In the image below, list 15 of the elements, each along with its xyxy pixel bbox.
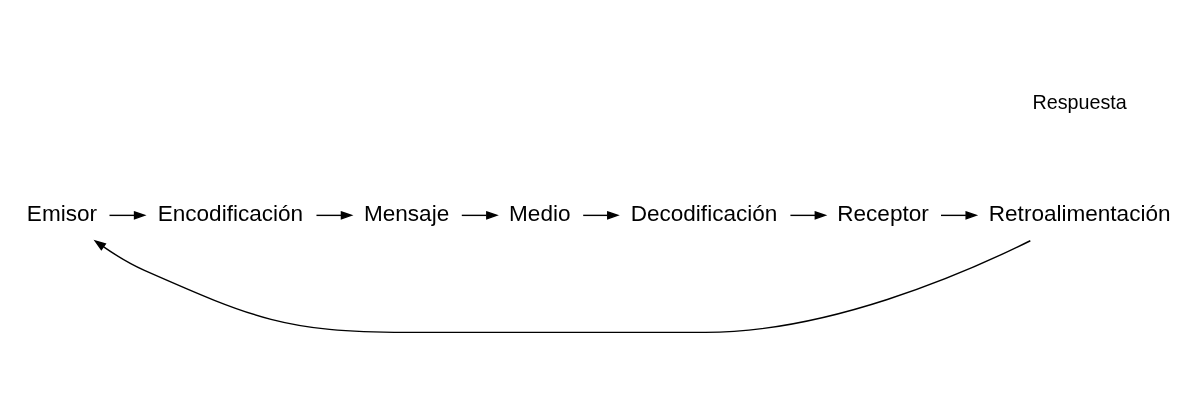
node-text: Medio [509, 200, 571, 226]
label: Respuesta [1032, 90, 1127, 113]
arrow [108, 210, 147, 220]
arrow [93, 239, 1032, 333]
arrow [940, 210, 979, 220]
node-text: Encodificación [157, 200, 304, 226]
node-text: Emisor [26, 200, 98, 226]
node-text: Receptor [837, 200, 929, 226]
node-text: Retroalimentación [988, 200, 1171, 226]
arrow [461, 210, 499, 220]
arrow [315, 210, 354, 220]
node-text: Mensaje [363, 200, 450, 226]
node-text: Decodificación [630, 200, 778, 226]
arrow [582, 210, 620, 220]
arrow [789, 210, 828, 220]
